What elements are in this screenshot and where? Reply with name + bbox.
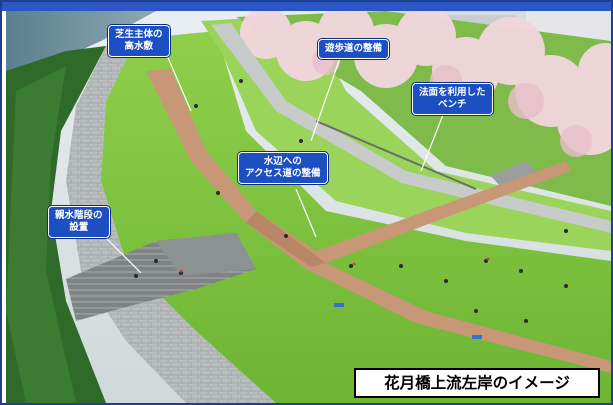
image-caption: 花月橋上流左岸のイメージ: [354, 368, 600, 398]
callout-water-steps-line2: 設置: [69, 222, 89, 233]
callout-turf-levee-line1: 芝生主体の: [115, 29, 163, 40]
callout-turf-levee-line2: 高水敷: [124, 41, 154, 52]
top-accent-bar: [2, 2, 611, 11]
callout-bench-line1: 法面を利用した: [419, 87, 486, 98]
callout-water-steps: 親水階段の 設置: [48, 206, 110, 238]
callout-access-path-line2: アクセス道の整備: [245, 168, 321, 179]
callout-promenade: 遊歩道の整備: [318, 39, 390, 59]
callout-promenade-text: 遊歩道の整備: [325, 43, 383, 54]
callout-water-steps-line1: 親水階段の: [55, 210, 103, 221]
callout-bench: 法面を利用した ベンチ: [412, 83, 493, 115]
callout-access-path: 水辺への アクセス道の整備: [238, 152, 328, 184]
callout-access-path-line1: 水辺への: [263, 156, 302, 167]
callout-turf-levee: 芝生主体の 高水敷: [108, 25, 170, 57]
callout-bench-line2: ベンチ: [438, 99, 467, 110]
